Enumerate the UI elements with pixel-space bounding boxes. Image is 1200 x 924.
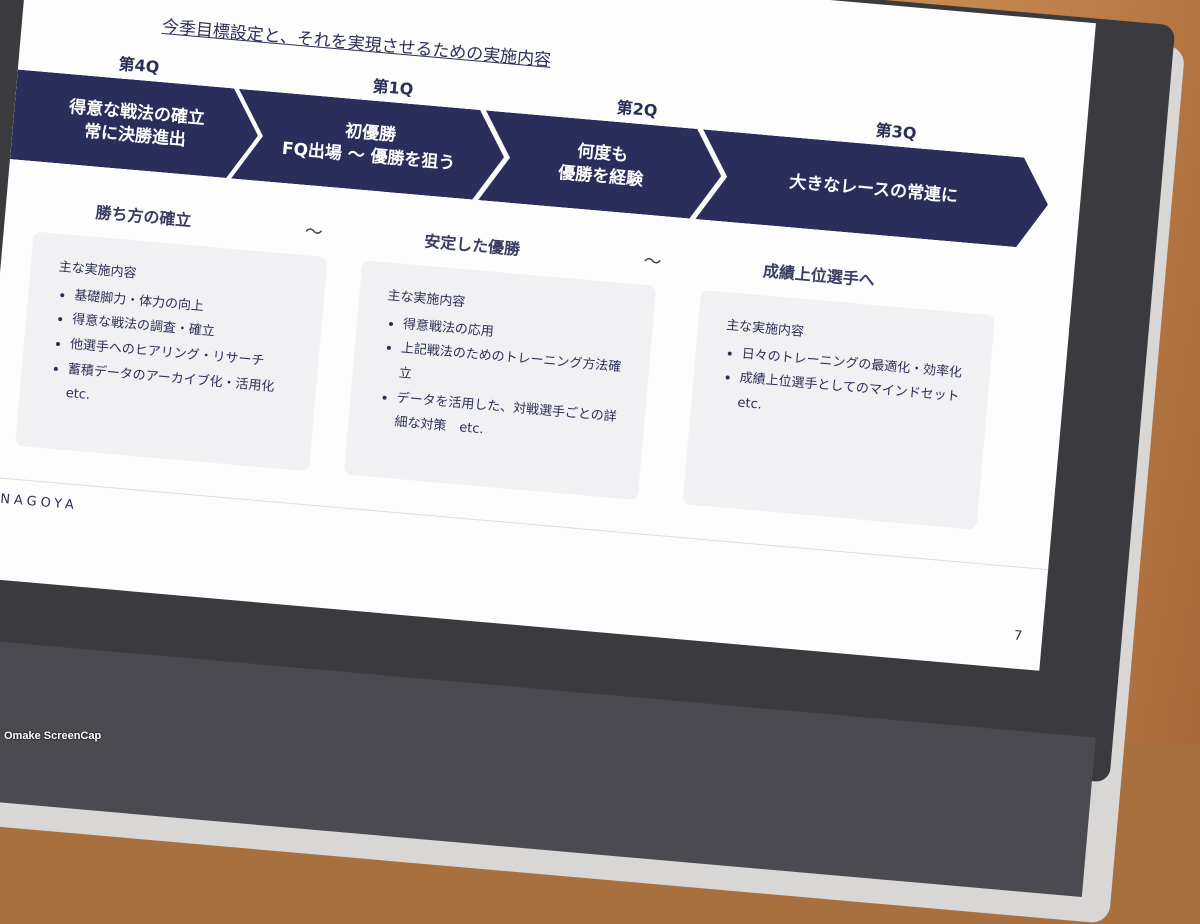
quarter-arrow-3q: 大きなレースの常連に xyxy=(695,129,1052,249)
quarter-label: 第4Q xyxy=(117,54,161,77)
phase-label: 勝ち方の確立 xyxy=(94,202,193,231)
phase-label: 成績上位選手へ xyxy=(762,261,876,290)
quarter-label: 第1Q xyxy=(371,76,415,99)
tilde-separator: 〜 xyxy=(642,250,663,274)
phase-label: 安定した優勝 xyxy=(423,231,521,259)
watermark-caption: Omake ScreenCap xyxy=(4,730,102,742)
quarter-arrow-4q: 得意な戦法の確立 常に決勝進出 xyxy=(10,69,262,180)
slide-subtitle: 今季目標設定と、それを実現させるための実施内容 xyxy=(161,16,552,71)
page-number: 7 xyxy=(1013,628,1023,645)
brand-logo: NAGOYA xyxy=(0,491,79,514)
quarter-arrow-2q: 何度も 優勝を経験 xyxy=(478,110,725,221)
quarter-label: 第3Q xyxy=(874,120,918,143)
action-box: 主な実施内容 日々のトレーニングの最適化・効率化 成績上位選手としてのマインドセ… xyxy=(682,289,996,530)
action-box: 主な実施内容 基礎脚力・体力の向上 得意な戦法の調査・確立 他選手へのヒアリング… xyxy=(15,231,328,472)
tilde-separator: 〜 xyxy=(303,221,324,244)
presentation-slide: 今季目標設定と、それを実現させるための実施内容 第4Q 第1Q 第2Q 第3Q … xyxy=(0,0,1096,671)
quarter-label: 第2Q xyxy=(615,97,659,121)
action-box: 主な実施内容 得意戦法の応用 上記戦法のためのトレーニング方法確立 データを活用… xyxy=(343,260,657,501)
quarter-arrow-1q: 初優勝 FQ出場 〜 優勝を狙う xyxy=(231,89,508,202)
